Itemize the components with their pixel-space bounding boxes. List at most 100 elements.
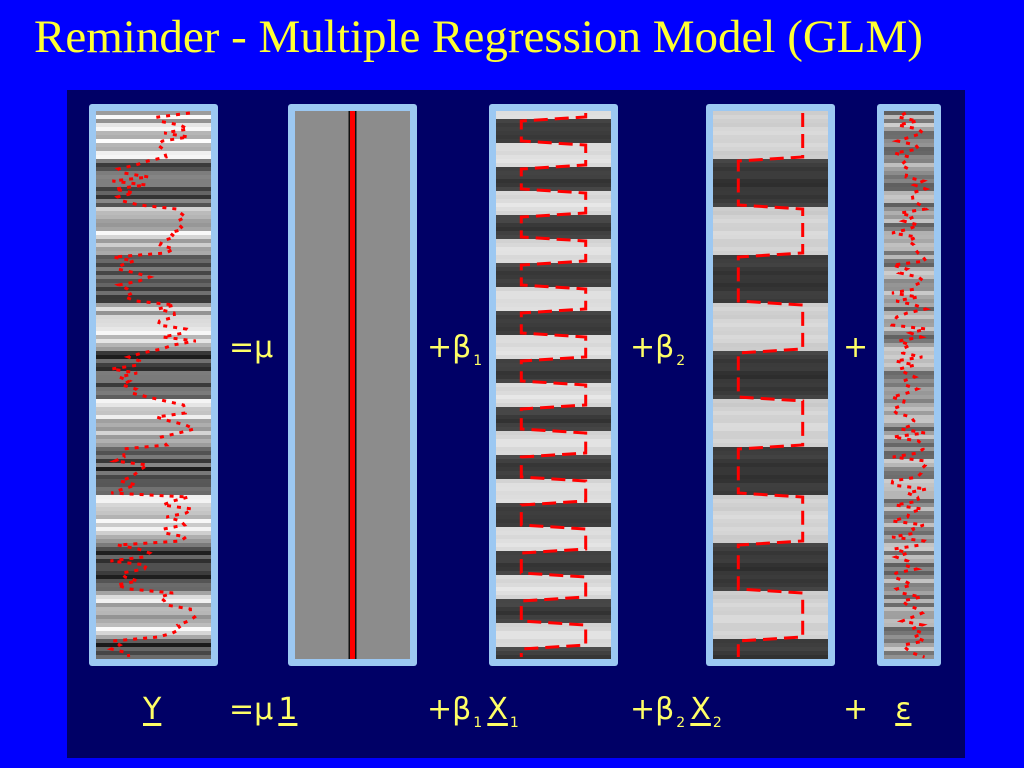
column-x2: [706, 104, 835, 666]
image-row: [496, 211, 611, 216]
image-row: [496, 383, 611, 388]
image-row: [496, 599, 611, 604]
image-row: [884, 239, 934, 244]
image-row: [96, 351, 211, 356]
image-row: [96, 319, 211, 324]
image-row: [496, 511, 611, 516]
image-row: [713, 391, 828, 396]
image-row: [496, 427, 611, 432]
image-row: [713, 271, 828, 276]
image-row: [713, 151, 828, 156]
image-row: [96, 279, 211, 284]
image-row: [713, 531, 828, 536]
image-row: [713, 499, 828, 504]
image-row: [96, 651, 211, 656]
image-row: [496, 591, 611, 596]
image-row: [884, 367, 934, 372]
image-row: [496, 523, 611, 528]
image-row: [496, 147, 611, 152]
image-row: [496, 579, 611, 584]
image-row: [713, 263, 828, 268]
image-row: [884, 595, 934, 600]
image-row: [96, 391, 211, 396]
image-row: [96, 655, 211, 659]
image-row: [96, 275, 211, 280]
image-row: [713, 223, 828, 228]
image-row: [884, 535, 934, 540]
image-row: [496, 151, 611, 156]
image-row: [96, 639, 211, 644]
x1-subscript: 1: [509, 715, 519, 731]
image-row: [496, 243, 611, 248]
image-row: [713, 291, 828, 296]
image-row: [884, 567, 934, 572]
image-row: [713, 595, 828, 600]
image-row: [96, 563, 211, 568]
x2-subscript: 2: [712, 715, 722, 731]
image-row: [713, 643, 828, 648]
image-row: [96, 583, 211, 588]
image-row: [713, 443, 828, 448]
image-row: [496, 619, 611, 624]
image-row: [713, 655, 828, 659]
image-row: [96, 343, 211, 348]
image-row: [496, 407, 611, 412]
image-row: [96, 647, 211, 652]
image-row: [96, 363, 211, 368]
image-row: [496, 559, 611, 564]
image-row: [96, 247, 211, 252]
image-row: [713, 283, 828, 288]
image-row: [96, 467, 211, 472]
image-row: [884, 579, 934, 584]
image-row: [96, 271, 211, 276]
image-row: [496, 539, 611, 544]
image-row: [96, 643, 211, 648]
image-row: [496, 207, 611, 212]
image-row: [884, 163, 934, 168]
image-row: [713, 259, 828, 264]
image-row: [496, 315, 611, 320]
image-row: [496, 495, 611, 500]
image-row: [496, 291, 611, 296]
image-row: [496, 143, 611, 148]
image-row: [96, 431, 211, 436]
image-row: [96, 195, 211, 200]
image-row: [884, 607, 934, 612]
image-row: [96, 383, 211, 388]
image-row: [713, 123, 828, 128]
image-row: [96, 531, 211, 536]
image-row: [884, 135, 934, 140]
image-row: [96, 231, 211, 236]
image-row: [496, 647, 611, 652]
regressor-trace: [519, 113, 588, 657]
image-row: [496, 443, 611, 448]
image-row: [496, 123, 611, 128]
image-row: [884, 639, 934, 644]
image-row: [713, 627, 828, 632]
image-row: [884, 451, 934, 456]
image-row: [884, 159, 934, 164]
image-row: [884, 355, 934, 360]
plus-beta1-bottom-text: +β: [427, 692, 472, 727]
image-row: [96, 175, 211, 180]
image-row: [713, 355, 828, 360]
image-row: [496, 435, 611, 440]
image-row: [496, 251, 611, 256]
image-row: [496, 439, 611, 444]
image-row: [713, 423, 828, 428]
image-row: [96, 599, 211, 604]
image-row: [496, 339, 611, 344]
image-row: [713, 647, 828, 652]
slide-title: Reminder - Multiple Regression Model (GL…: [34, 11, 923, 63]
image-row: [884, 375, 934, 380]
image-row: [884, 271, 934, 276]
image-row: [496, 155, 611, 160]
image-row: [96, 147, 211, 152]
image-row: [884, 343, 934, 348]
image-row: [96, 579, 211, 584]
y-symbol-text: Y: [143, 692, 162, 727]
image-row: [96, 455, 211, 460]
column-y-data: [89, 104, 218, 666]
image-row: [713, 163, 828, 168]
image-row: [496, 411, 611, 416]
